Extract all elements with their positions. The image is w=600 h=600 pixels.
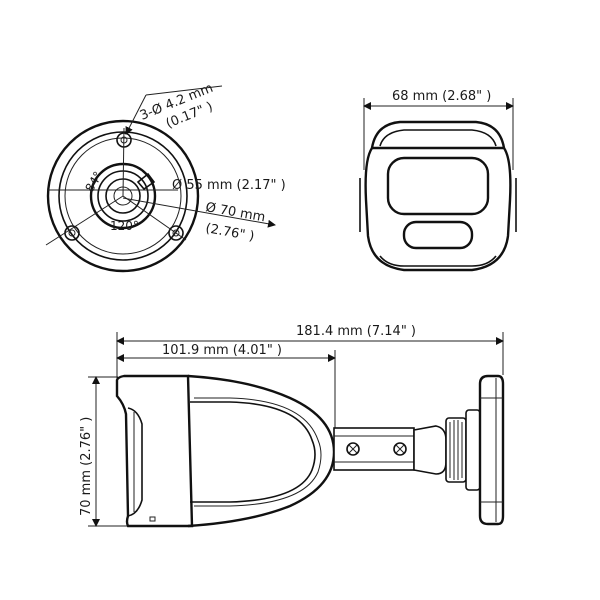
camera-front-body	[364, 146, 512, 272]
hole-leader	[125, 94, 147, 135]
base-circle-label: Ø 55 mm (2.17" )	[172, 178, 286, 193]
camera-body-inner	[190, 401, 316, 503]
mount-hole-right-inner	[172, 229, 180, 237]
camera-front-bottom-lip	[379, 255, 497, 267]
camera-ir-window	[402, 220, 474, 250]
base-diameter-label-2: (2.76" )	[204, 221, 255, 244]
bracket-screw-1	[346, 442, 360, 456]
wall-base-plate	[478, 374, 505, 526]
bracket-collar	[445, 417, 467, 483]
angle-label-b: 120°	[110, 219, 139, 233]
bracket-screw-2	[393, 442, 407, 456]
camera-lens-window	[386, 156, 490, 216]
base-outer-circle	[46, 119, 200, 273]
hole-leader-tail	[145, 85, 223, 96]
camera-front-face	[127, 407, 143, 517]
camera-front-tab	[149, 516, 156, 522]
bracket-joint	[413, 425, 447, 475]
collar-ring	[465, 409, 481, 491]
hub-notch	[136, 172, 156, 191]
width-label: 68 mm (2.68" )	[392, 89, 491, 104]
collar-knurl	[449, 420, 463, 480]
camera-front-hood	[370, 120, 506, 149]
angle-line-top	[122, 127, 125, 197]
total-length-label: 181.4 mm (7.14" )	[296, 324, 416, 339]
camera-front-hood-inner	[379, 129, 497, 147]
mount-hole-left-inner	[68, 229, 76, 237]
bracket-screw-1-slot	[348, 444, 358, 454]
angle-line-left	[45, 195, 124, 246]
camera-sunshield	[115, 374, 194, 528]
side-view: 181.4 mm (7.14" ) 101.9 mm (4.01" ) 70 m…	[79, 324, 505, 528]
angle-line-right	[122, 195, 187, 241]
base-inner-ring	[58, 131, 188, 261]
base-middle-ring	[64, 137, 182, 255]
front-view: 3-Ø 4.2 mm (0.17" ) Ø 55 mm (2.17" ) Ø 7…	[45, 81, 286, 273]
height-label: 70 mm (2.76" )	[79, 417, 94, 516]
bracket-screw-2-slot	[395, 444, 405, 454]
body-length-label: 101.9 mm (4.01" )	[162, 343, 282, 358]
bracket-arm	[333, 427, 415, 471]
top-view: 68 mm (2.68" )	[359, 89, 517, 272]
camera-body-groove	[194, 397, 322, 507]
diameter-leader-70	[122, 197, 276, 228]
mount-hole-right	[168, 225, 184, 241]
